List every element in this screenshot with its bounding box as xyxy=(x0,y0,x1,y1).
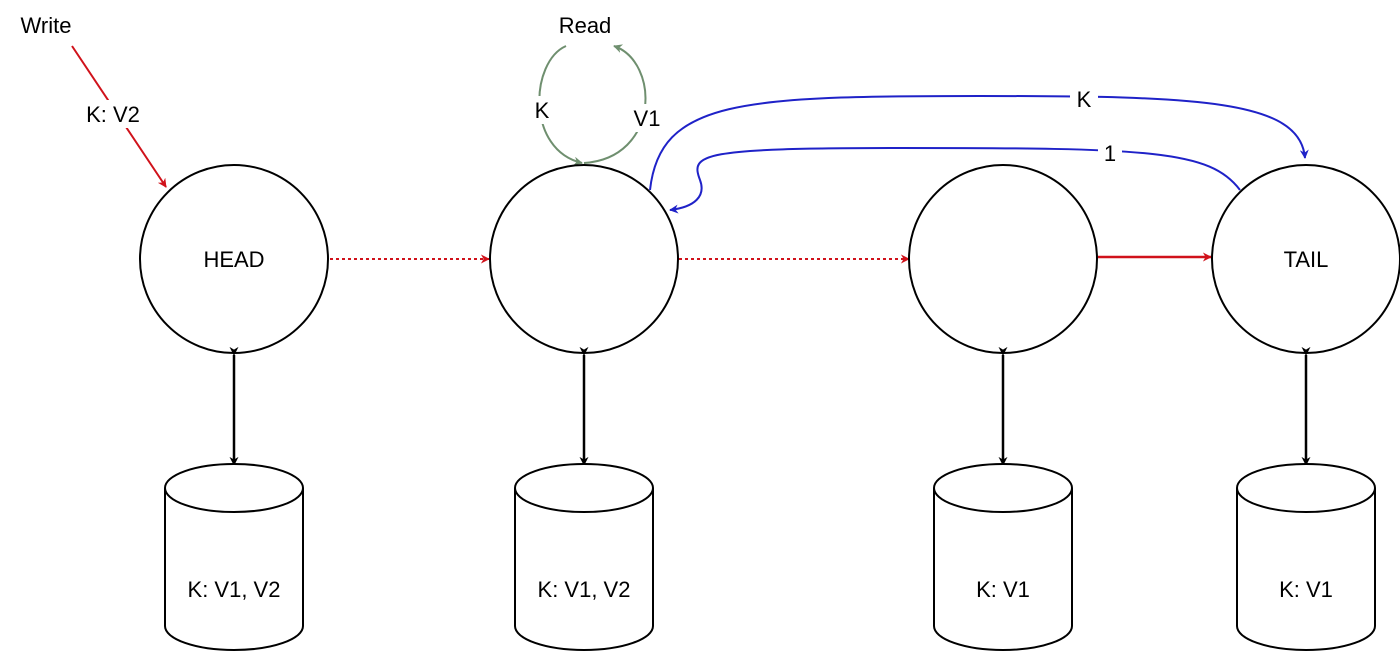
storage-node-2 xyxy=(514,463,654,651)
read-request-label: K xyxy=(535,98,550,123)
storage-head-label: K: V1, V2 xyxy=(188,577,281,602)
chain-node-3 xyxy=(908,164,1098,354)
read-response-label: V1 xyxy=(634,106,661,131)
tail-response-label: 1 xyxy=(1104,141,1116,166)
read-label: Read xyxy=(559,13,612,38)
tail-response-arrow xyxy=(669,146,1241,214)
tail-query-arrow xyxy=(649,94,1309,191)
storage-tail-label: K: V1 xyxy=(1279,577,1333,602)
storage-node-3-label: K: V1 xyxy=(976,577,1030,602)
chain-node-tail-label: TAIL xyxy=(1284,247,1329,272)
write-label: Write xyxy=(21,13,72,38)
tail-query-label: K xyxy=(1077,87,1092,112)
storage-node-2-label: K: V1, V2 xyxy=(538,577,631,602)
write-edge-label: K: V2 xyxy=(86,102,140,127)
chain-node-2 xyxy=(489,164,679,354)
storage-tail xyxy=(1236,463,1376,651)
chain-node-head-label: HEAD xyxy=(203,247,264,272)
storage-node-3 xyxy=(933,463,1073,651)
storage-head xyxy=(164,463,304,651)
